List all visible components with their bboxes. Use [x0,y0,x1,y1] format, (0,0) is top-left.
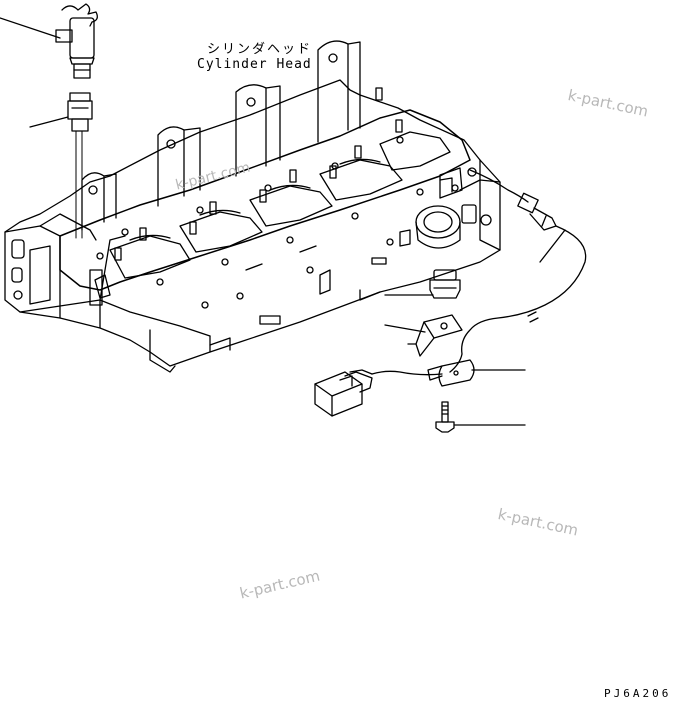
figure-code: PJ6A206 [604,687,672,700]
sensor-harness [315,170,586,416]
valve-studs [115,88,402,260]
clamp-part [428,360,474,386]
plug-part [430,270,460,298]
leader-lines [0,18,565,425]
rocker-pedestals [82,41,360,230]
injector-part [56,4,97,78]
cylinder-head-label-jp: シリンダヘッド [207,42,313,57]
leader-line-bracket [385,325,425,332]
leader-line-injector [0,18,60,38]
leader-line-sensor [540,230,565,262]
bolt-part [436,402,454,432]
cylinder-head-label-en: Cylinder Head [197,57,312,72]
head-bolt-holes [97,137,458,308]
injector-sleeve-part [68,93,92,238]
leader-line-sleeve [30,117,68,127]
bracket-part [408,315,462,356]
cylinder-head-body [5,41,500,372]
